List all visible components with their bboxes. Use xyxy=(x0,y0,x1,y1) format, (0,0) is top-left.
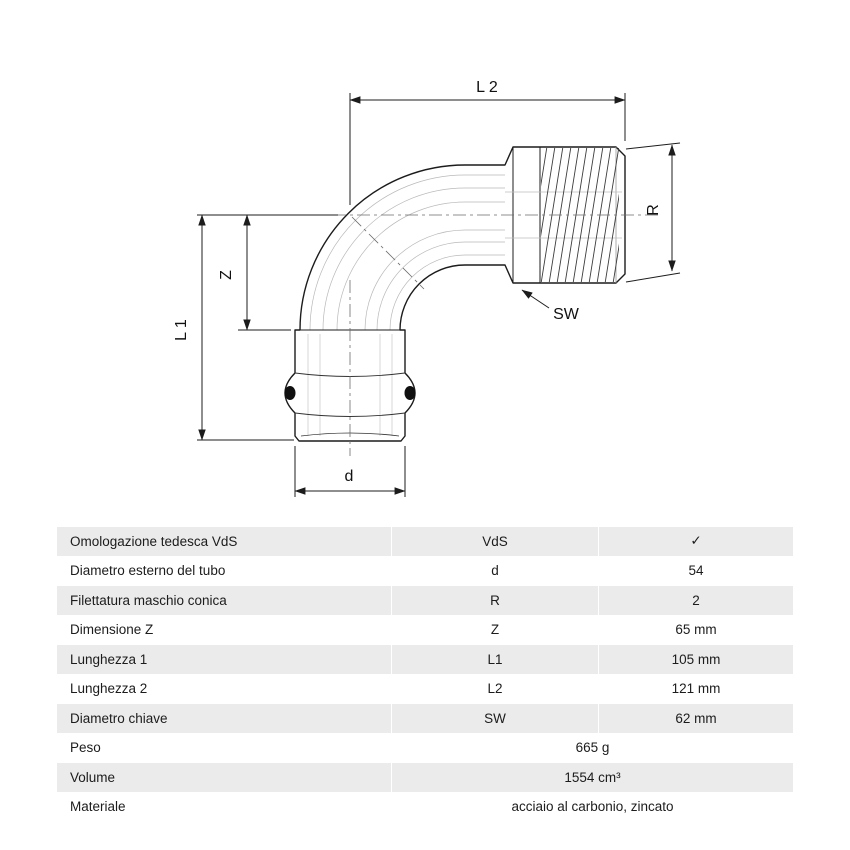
dim-label-r: R xyxy=(645,204,662,216)
technical-drawing: L 2 R Z L 1 SW d xyxy=(173,79,681,497)
spec-value: 2 xyxy=(599,586,793,615)
dimension-l2 xyxy=(349,93,626,205)
spec-symbol: L2 xyxy=(392,674,598,703)
spec-label: Diametro chiave xyxy=(57,704,391,733)
dimension-z xyxy=(197,214,338,331)
dim-label-z: Z xyxy=(218,270,235,280)
spec-value: 121 mm xyxy=(599,674,793,703)
spec-label: Omologazione tedesca VdS xyxy=(57,527,391,556)
spec-symbol: Z xyxy=(392,615,598,644)
spec-label: Volume xyxy=(57,763,391,792)
dim-label-sw: SW xyxy=(553,306,580,323)
dim-label-l2: L 2 xyxy=(476,79,498,96)
oring-seal-left xyxy=(284,386,296,400)
spec-label: Lunghezza 2 xyxy=(57,674,391,703)
spec-value: 665 g xyxy=(392,733,793,762)
spec-value: 1554 cm³ xyxy=(392,763,793,792)
spec-label: Materiale xyxy=(57,792,391,821)
spec-value: ✓ xyxy=(599,527,793,556)
spec-label: Diametro esterno del tubo xyxy=(57,556,391,585)
spec-value: acciaio al carbonio, zincato xyxy=(392,792,793,821)
dimensions xyxy=(197,93,681,497)
dimension-l1 xyxy=(197,214,294,441)
spec-symbol: SW xyxy=(392,704,598,733)
centerlines xyxy=(333,214,658,456)
socket-shading-lines xyxy=(307,334,393,436)
spec-table: Omologazione tedesca VdS VdS ✓ Diametro … xyxy=(57,527,793,821)
spec-label: Lunghezza 1 xyxy=(57,645,391,674)
spec-symbol: d xyxy=(392,556,598,585)
surface-shading-lines xyxy=(309,174,505,331)
spec-symbol: R xyxy=(392,586,598,615)
spec-value: 62 mm xyxy=(599,704,793,733)
spec-symbol: L1 xyxy=(392,645,598,674)
spec-value: 54 xyxy=(599,556,793,585)
spec-label: Filettatura maschio conica xyxy=(57,586,391,615)
elbow-fitting-outline xyxy=(284,146,626,442)
spec-value: 105 mm xyxy=(599,645,793,674)
spec-value: 65 mm xyxy=(599,615,793,644)
dimension-d xyxy=(294,446,406,497)
dim-label-l1: L 1 xyxy=(173,319,190,341)
oring-seal-right xyxy=(404,386,416,400)
dim-label-d: d xyxy=(345,468,354,485)
dimension-sw xyxy=(521,289,550,309)
spec-symbol: VdS xyxy=(392,527,598,556)
spec-label: Dimensione Z xyxy=(57,615,391,644)
spec-label: Peso xyxy=(57,733,391,762)
dimension-r xyxy=(625,142,681,283)
